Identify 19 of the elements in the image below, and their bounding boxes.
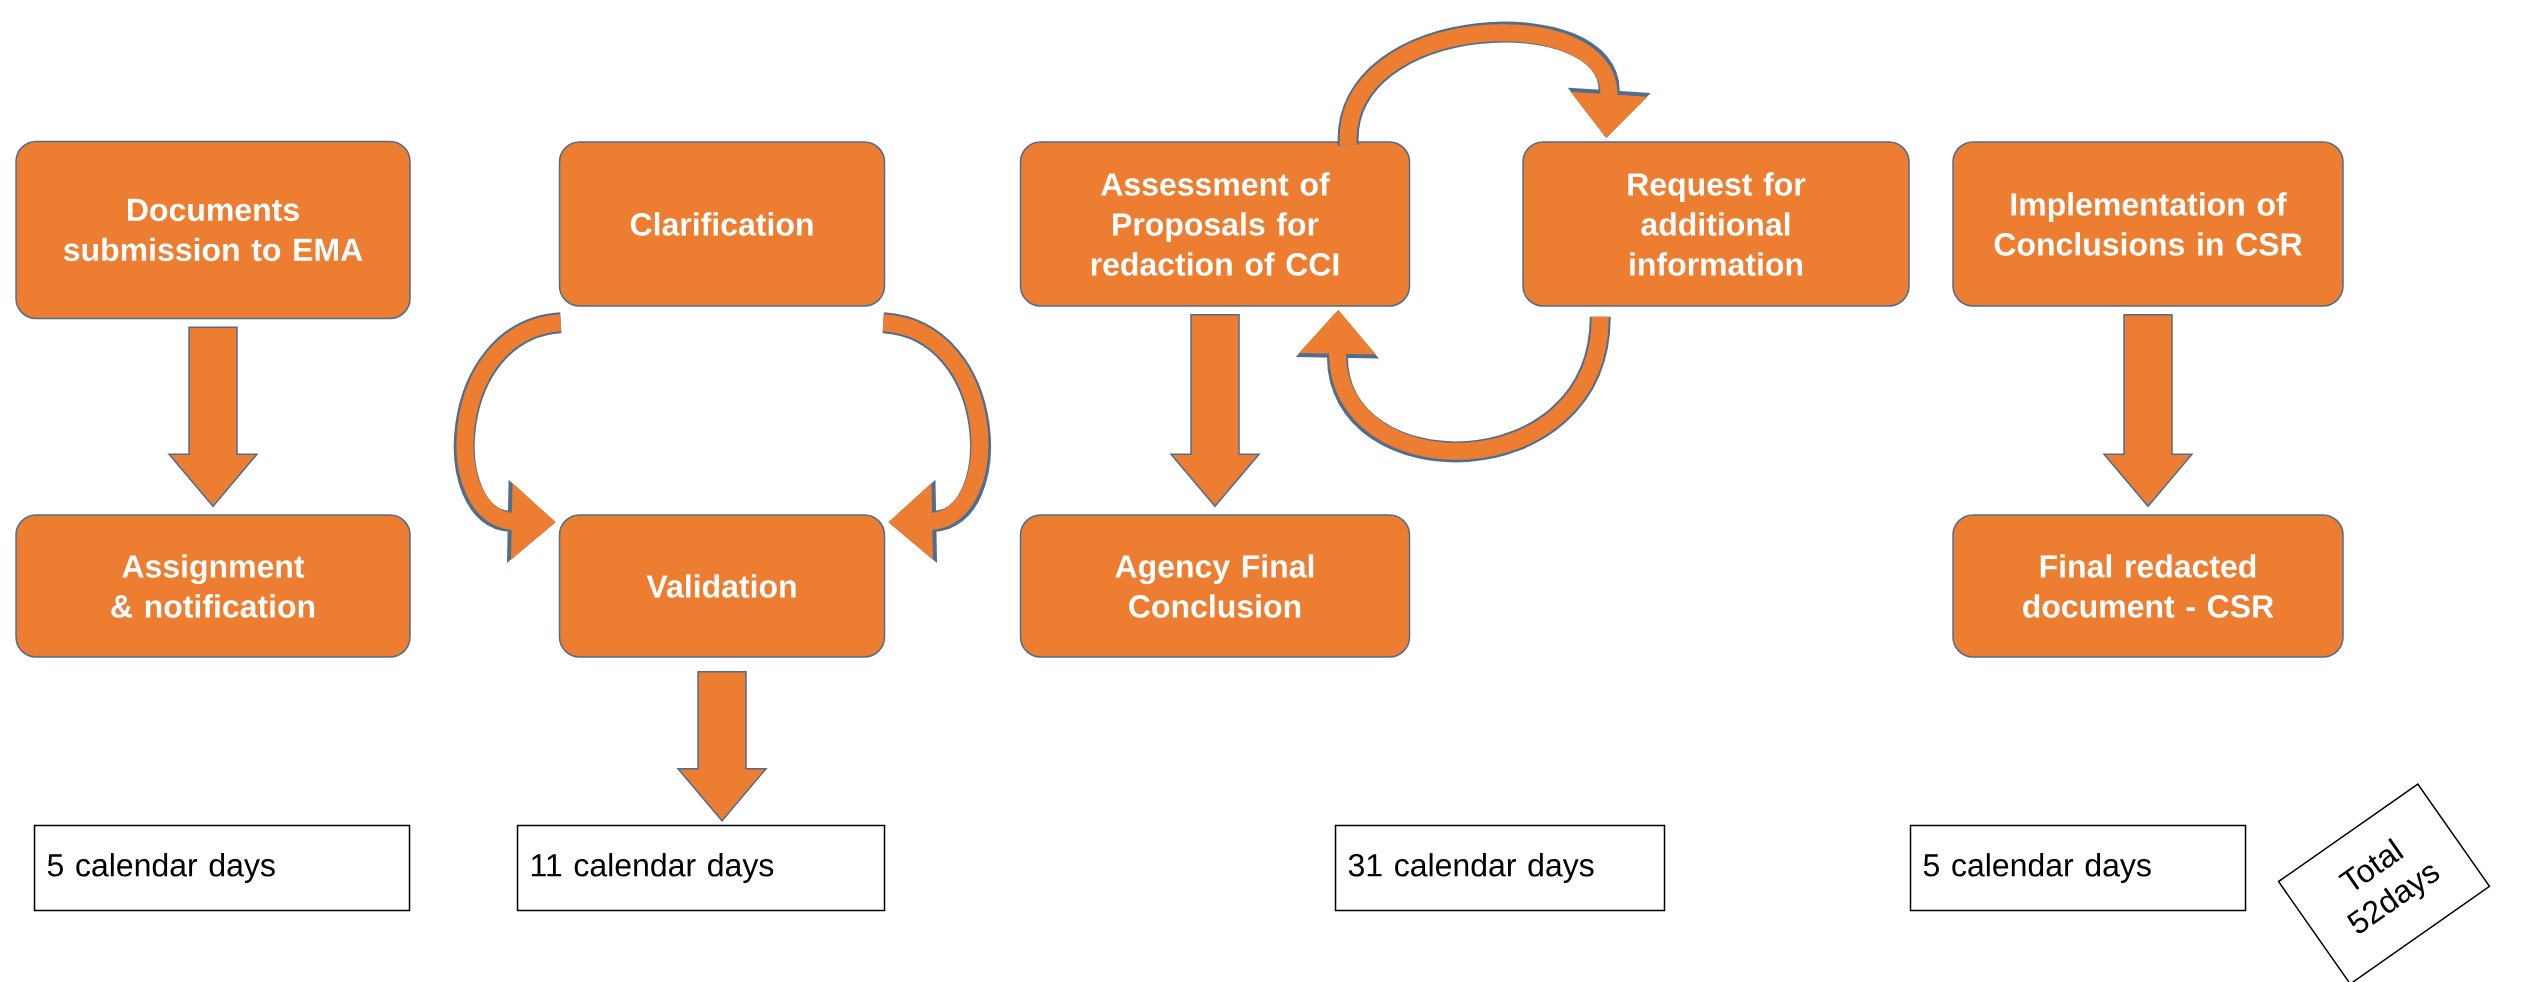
process-box: Assignment & notification [15, 514, 411, 658]
curved-arrow [881, 312, 991, 563]
process-box: Validation [558, 514, 886, 658]
duration-box: 11 calendar days [516, 824, 886, 912]
process-box: Clarification [558, 141, 886, 307]
process-box: Documents submission to EMA [15, 140, 411, 320]
process-box: Agency Final Conclusion [1019, 514, 1411, 658]
curved-arrow [1337, 21, 1651, 147]
duration-box: 5 calendar days [1909, 824, 2247, 912]
duration-box: 31 calendar days [1334, 824, 1666, 912]
block-arrow [676, 671, 768, 822]
block-arrow [2102, 314, 2194, 508]
duration-box: 5 calendar days [33, 824, 411, 912]
block-arrow [167, 326, 259, 508]
process-box: Request for additional information [1522, 141, 1910, 307]
process-box: Implementation of Conclusions in CSR [1952, 141, 2344, 307]
process-box: Final redacted document - CSR [1952, 514, 2344, 658]
block-arrow [1169, 314, 1261, 508]
process-box: Assessment of Proposals for redaction of CCI [1019, 141, 1411, 307]
